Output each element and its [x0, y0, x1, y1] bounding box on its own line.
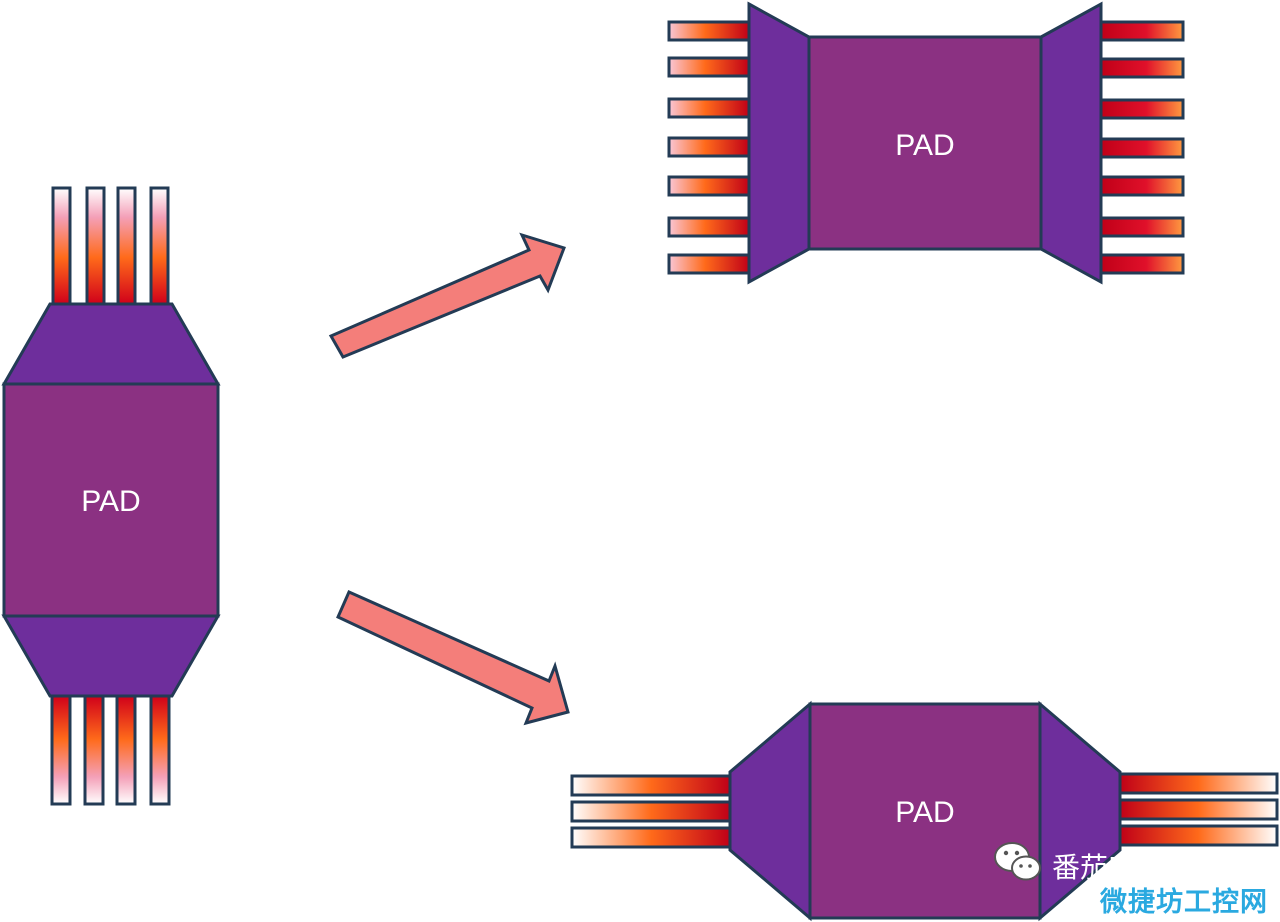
bottom-right-pad	[808, 702, 1042, 920]
bottom-right-right-leads	[1118, 772, 1279, 847]
arrow-up-right	[328, 232, 566, 359]
left-top-leads	[51, 186, 170, 306]
top-right-left-shoulder	[747, 1, 811, 285]
left-bottom-leads	[50, 694, 171, 806]
wechat-icon	[994, 842, 1041, 881]
left-pad	[2, 382, 220, 618]
bottom-right-pad-label: PAD	[895, 796, 954, 829]
bottom-right-package: PAD	[570, 700, 1279, 922]
left-bottom-shoulder	[1, 614, 221, 698]
top-right-right-leads	[1099, 20, 1185, 275]
top-right-right-shoulder	[1039, 1, 1103, 285]
top-right-pad	[807, 35, 1043, 251]
top-right-package: PAD	[667, 1, 1185, 285]
bottom-right-left-leads	[570, 774, 732, 849]
watermark-account: 番茄ESD小栈	[1052, 851, 1222, 884]
watermark-site: 微捷坊工控网	[1100, 887, 1268, 918]
arrow-down-right	[336, 590, 570, 726]
left-package: PAD	[1, 186, 221, 806]
left-top-shoulder	[1, 302, 221, 386]
bottom-right-left-shoulder	[728, 700, 812, 922]
left-pad-label: PAD	[81, 485, 140, 518]
top-right-left-leads	[667, 20, 751, 275]
top-right-pad-label: PAD	[895, 129, 954, 162]
